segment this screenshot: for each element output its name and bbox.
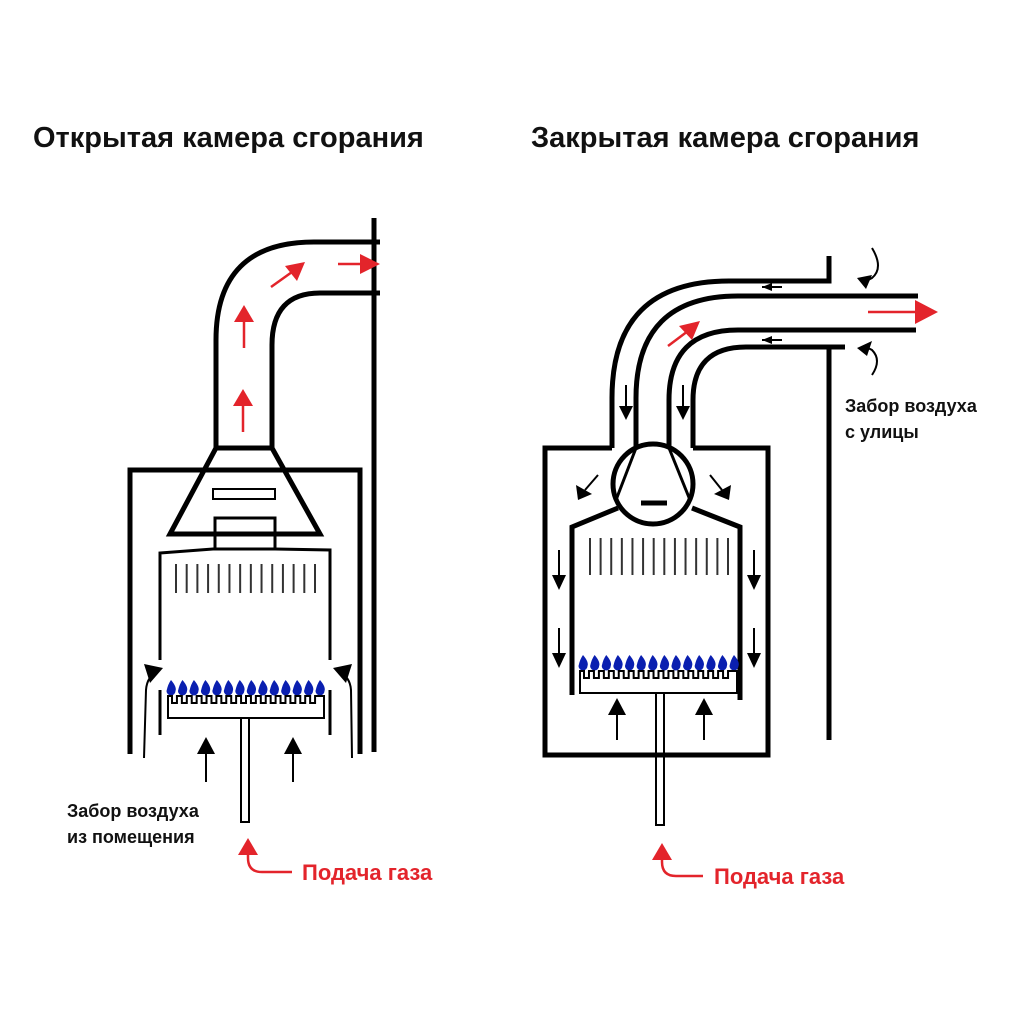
- burner-flame-icon: [694, 655, 704, 671]
- flue-pipe-inner: [269, 290, 380, 448]
- flue-pipe-outer: [213, 239, 380, 448]
- coaxial-pipe-inner-top: [633, 293, 918, 448]
- air-flow-arrows: [143, 664, 353, 782]
- gas-supply-arrow-icon: [652, 843, 672, 860]
- air-flow-arrow-icon: [857, 341, 872, 356]
- burner-flames: [166, 680, 325, 696]
- boiler-casing: [127, 467, 363, 754]
- closed-chamber-panel: Закрытая камера сгорания: [531, 122, 978, 889]
- coaxial-pipe-air-bottom: [690, 344, 843, 448]
- burner-flame-icon: [223, 680, 234, 696]
- flue-gas-arrow-icon: [915, 300, 938, 324]
- burner-flame-icon: [613, 655, 623, 671]
- gas-supply-pipe-icon: [655, 692, 665, 826]
- burner-manifold: [167, 695, 325, 719]
- open-chamber-panel: Открытая камера сгорания: [33, 122, 433, 885]
- coaxial-pipe-outer: [609, 278, 829, 448]
- closed-chamber-title: Закрытая камера сгорания: [531, 122, 919, 154]
- air-intake-label-line1: Забор воздуха: [67, 801, 200, 821]
- gas-supply-label: Подача газа: [714, 864, 845, 889]
- flue-gas-arrow-icon: [233, 389, 253, 406]
- heat-exchanger-fins: [175, 564, 316, 593]
- burner-flame-icon: [235, 680, 245, 696]
- fan-icon: [610, 441, 696, 527]
- burner-flame-icon: [258, 680, 268, 696]
- open-chamber-title: Открытая камера сгорания: [33, 122, 424, 154]
- burner-flames: [578, 655, 739, 671]
- coaxial-pipe-inner-bottom: [666, 327, 916, 448]
- burner-flame-icon: [189, 680, 199, 696]
- burner-manifold: [579, 670, 738, 694]
- gas-supply-label: Подача газа: [302, 860, 433, 885]
- burner-flame-icon: [315, 680, 325, 696]
- burner-flame-icon: [659, 655, 670, 671]
- burner-flame-icon: [706, 655, 716, 671]
- flue-gas-arrow-icon: [360, 254, 380, 274]
- flue-gas-arrows: [233, 254, 380, 432]
- flue-gas-arrow-icon: [679, 321, 700, 340]
- air-flow-arrows: [552, 550, 761, 740]
- gas-supply-pipe-icon: [240, 717, 250, 823]
- burner-flame-icon: [212, 680, 222, 696]
- burner-flame-icon: [717, 655, 728, 671]
- burner-flame-icon: [590, 655, 600, 671]
- burner-flame-icon: [648, 655, 658, 671]
- air-flow-arrow-icon: [197, 737, 215, 754]
- burner-flame-icon: [683, 655, 693, 671]
- air-flow-arrow-icon: [284, 737, 302, 754]
- air-flow-arrow-icon: [144, 664, 163, 683]
- heat-exchanger: [569, 505, 619, 695]
- burner-flame-icon: [292, 680, 302, 696]
- burner-flame-icon: [304, 680, 314, 696]
- heat-exchanger: [158, 547, 332, 660]
- air-flow-arrow-icon: [333, 664, 352, 683]
- air-intake-label-line2: из помещения: [67, 827, 195, 847]
- gas-supply-arrow-icon: [238, 838, 258, 855]
- burner-flame-icon: [578, 655, 588, 671]
- burner-flame-icon: [636, 655, 646, 671]
- air-intake-label-line2: с улицы: [845, 422, 919, 442]
- burner-flame-icon: [166, 680, 176, 696]
- burner-flame-icon: [200, 680, 211, 696]
- flue-gas-arrow-icon: [234, 305, 254, 322]
- hood-slot: [212, 488, 276, 500]
- burner-flame-icon: [281, 680, 291, 696]
- draught-hood: [165, 445, 325, 537]
- burner-flame-icon: [671, 655, 681, 671]
- burner-flame-icon: [624, 655, 635, 671]
- burner-flame-icon: [269, 680, 279, 696]
- burner-flame-icon: [729, 655, 739, 671]
- heat-exchanger-fins: [589, 538, 729, 575]
- air-intake-label-line1: Забор воздуха: [845, 396, 978, 416]
- air-flow-arrow-icon: [857, 275, 872, 289]
- flue-gas-arrow-icon: [285, 262, 305, 281]
- burner-flame-icon: [601, 655, 612, 671]
- burner-flame-icon: [246, 680, 257, 696]
- burner-flame-icon: [177, 680, 188, 696]
